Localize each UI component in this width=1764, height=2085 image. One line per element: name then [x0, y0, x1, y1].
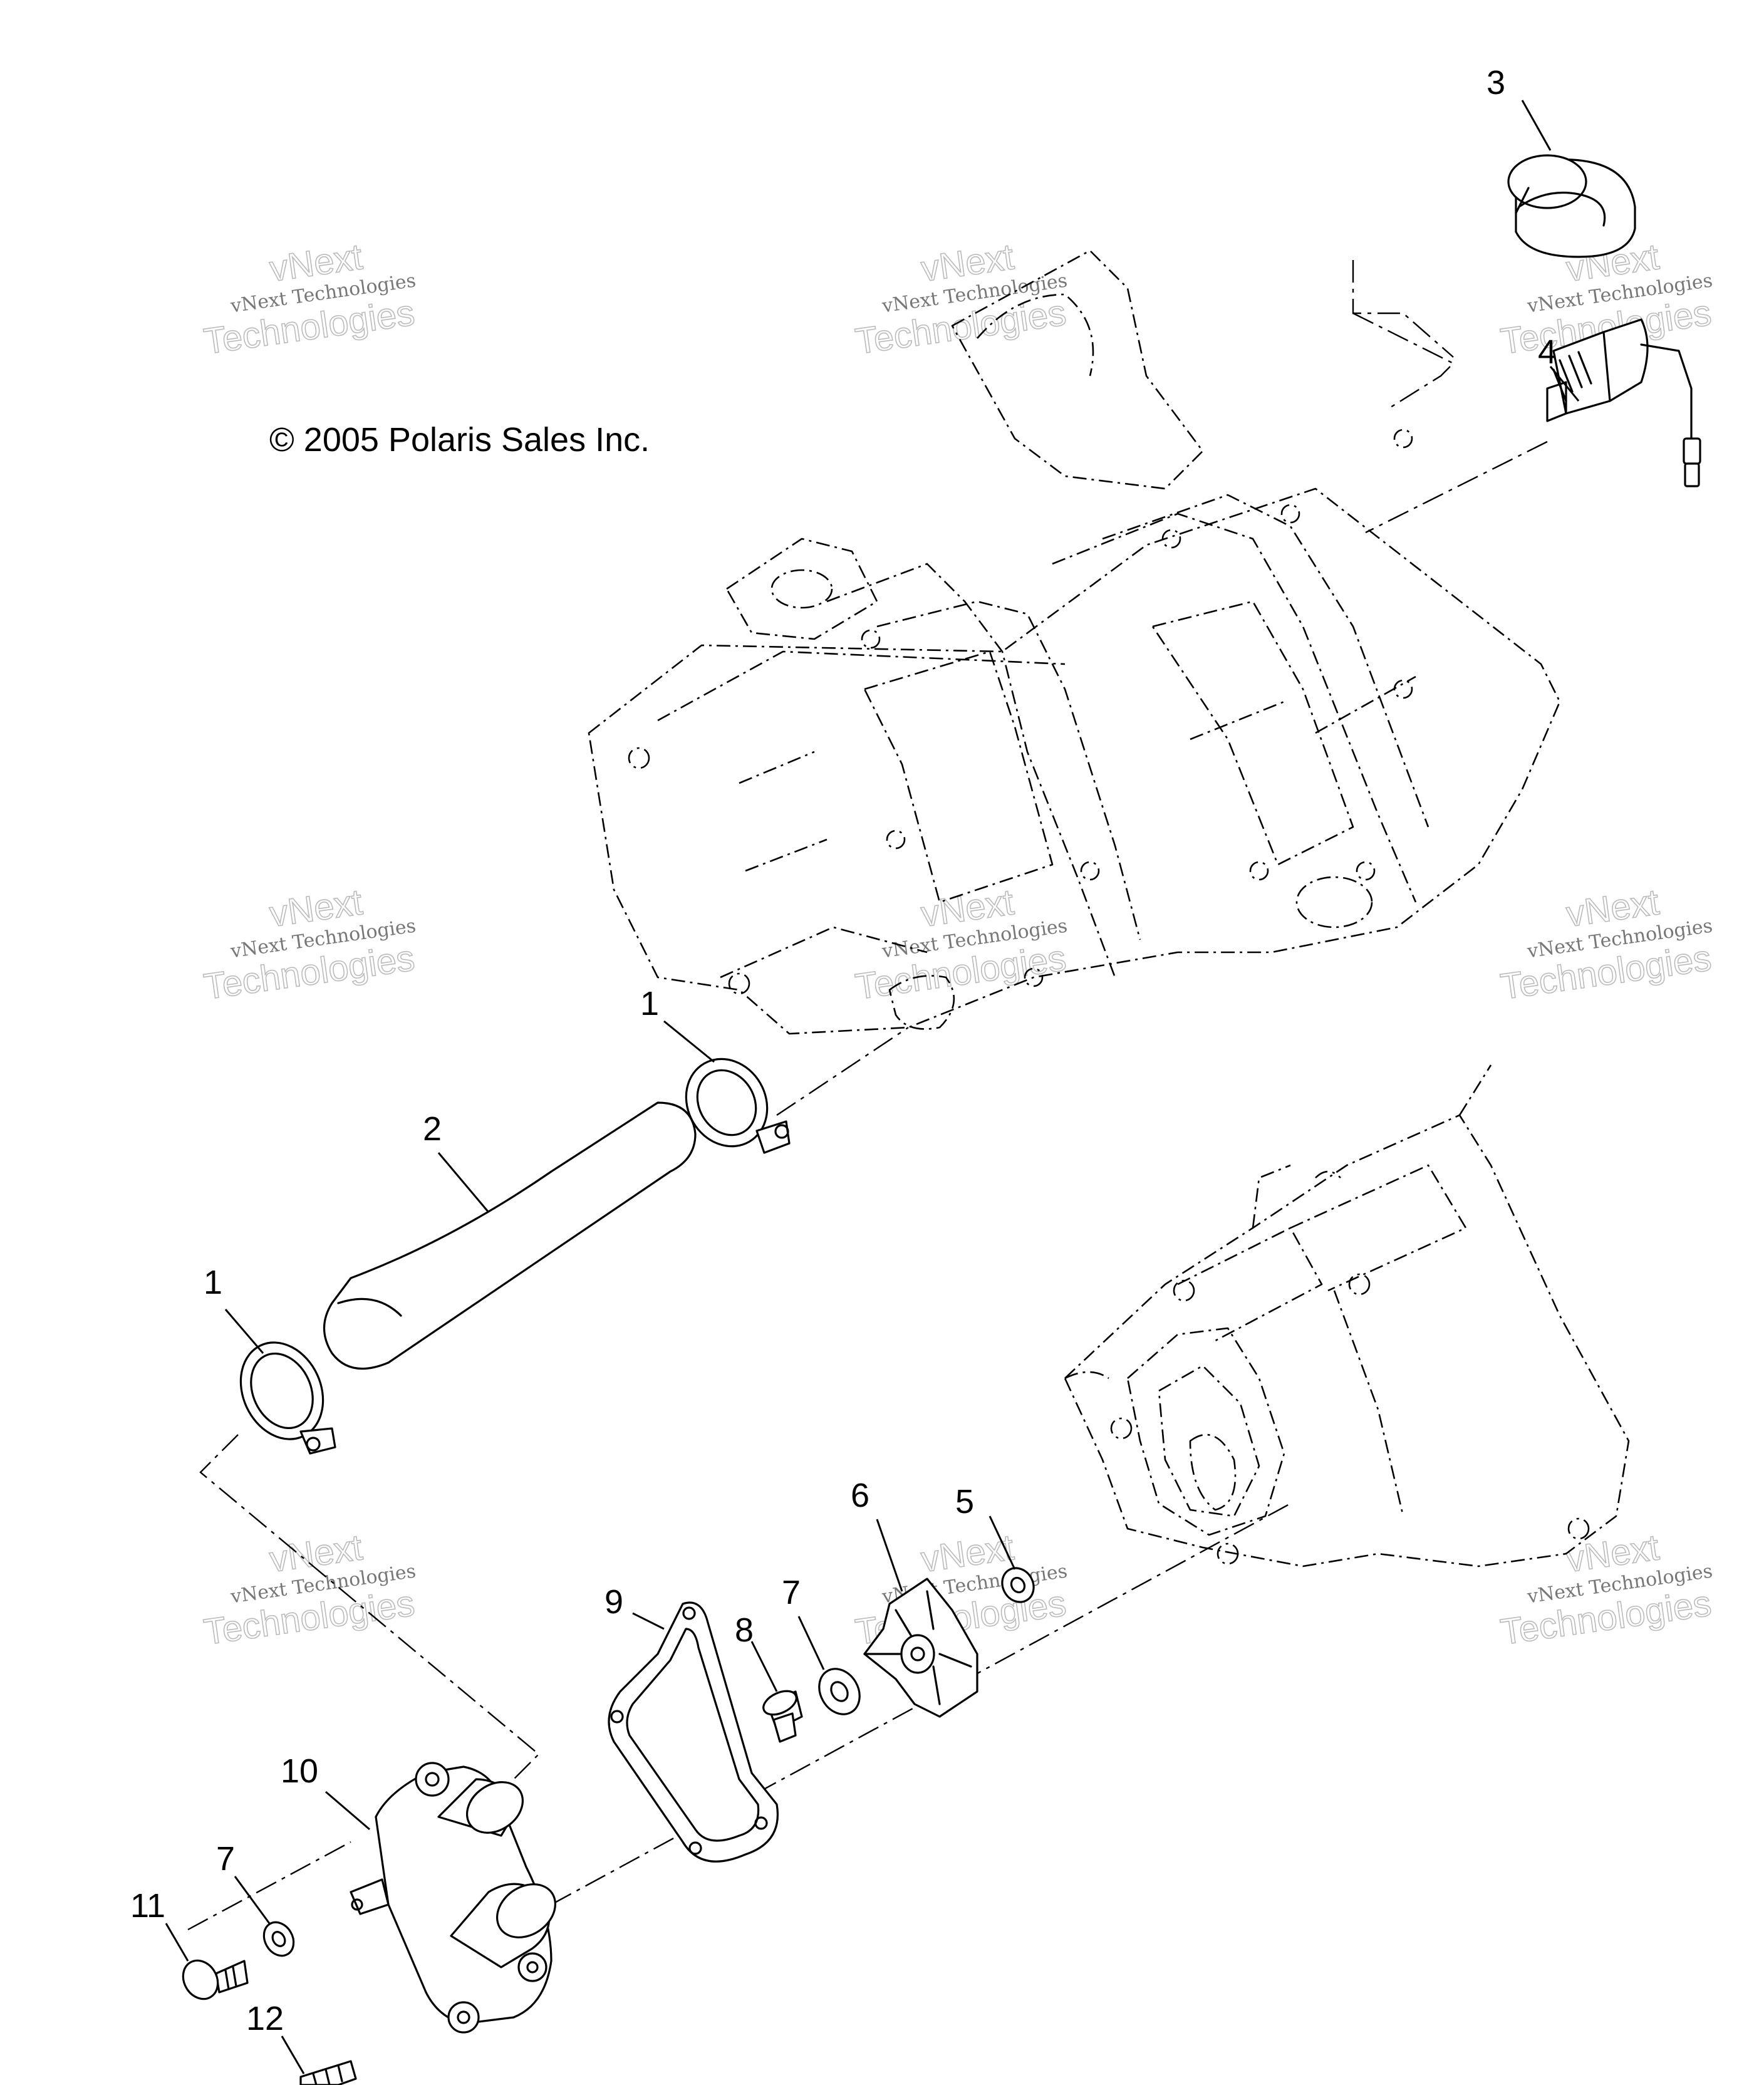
callout-9: 9 — [604, 1583, 623, 1621]
callout-8: 8 — [735, 1611, 754, 1649]
impeller-nut — [1001, 1567, 1035, 1603]
leader-lines — [165, 100, 1580, 2074]
watermark: vNext vNext Technologies Technologies — [201, 236, 418, 362]
drain-bolt — [762, 1690, 803, 1743]
callout-7-upper: 7 — [782, 1574, 801, 1611]
watermark: vNext vNext Technologies Technologies — [201, 881, 418, 1007]
bolt-long — [299, 2060, 357, 2085]
callout-3: 3 — [1486, 64, 1505, 101]
callout-2: 2 — [423, 1110, 442, 1148]
watermark: vNext vNext Technologies Technologies — [853, 236, 1069, 362]
coolant-hose — [323, 1101, 697, 1370]
callout-labels: 1 1 2 3 4 5 6 7 7 8 9 10 11 12 — [130, 64, 1557, 2037]
hose-clamp-upper — [685, 1058, 791, 1154]
washer-upper — [818, 1668, 861, 1715]
hose-clamp-lower — [239, 1341, 336, 1455]
water-pump-gasket — [608, 1601, 779, 1863]
watermark: vNext vNext Technologies Technologies — [1498, 236, 1715, 362]
crankcase-outline — [1064, 1064, 1630, 1568]
callout-4: 4 — [1538, 333, 1557, 371]
copyright-text: © 2005 Polaris Sales Inc. — [269, 421, 650, 459]
water-pump-cover — [350, 1762, 556, 2034]
water-pump-impeller — [863, 1578, 978, 1718]
bolt-short — [182, 1959, 249, 2000]
callout-7-lower: 7 — [216, 1840, 235, 1878]
callout-6: 6 — [851, 1477, 869, 1514]
callout-5: 5 — [955, 1483, 974, 1521]
callout-10: 10 — [281, 1752, 318, 1790]
callout-11: 11 — [130, 1887, 165, 1925]
cylinder-head-outline — [588, 249, 1561, 1035]
washer-lower — [262, 1921, 295, 1957]
callout-1-lower: 1 — [204, 1264, 222, 1301]
callout-12: 12 — [246, 2000, 284, 2037]
watermark: vNext vNext Technologies Technologies — [853, 881, 1069, 1007]
watermark: vNext vNext Technologies Technologies — [1498, 1526, 1715, 1653]
watermark: vNext vNext Technologies Technologies — [201, 1526, 418, 1653]
watermark: vNext vNext Technologies Technologies — [1498, 881, 1715, 1007]
thermostat-cap — [1507, 154, 1636, 258]
callout-1-upper: 1 — [640, 985, 659, 1022]
temperature-sensor — [1546, 318, 1701, 487]
